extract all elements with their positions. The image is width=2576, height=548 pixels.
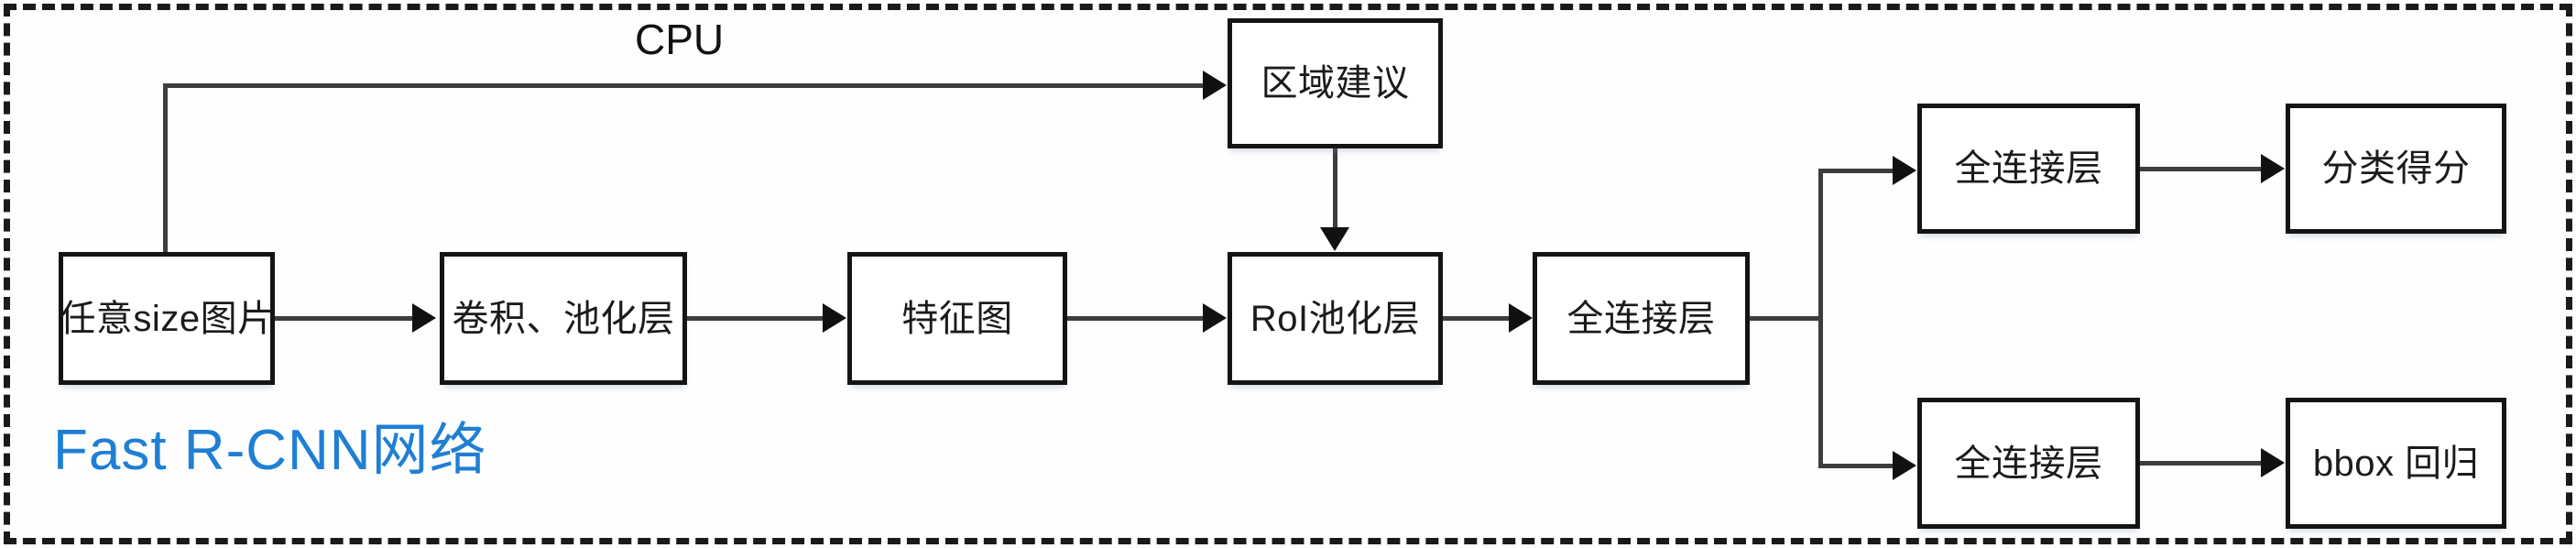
- edge-region-proposal-to-roi: [1333, 148, 1337, 227]
- edge-feature-to-roi: [1067, 316, 1203, 321]
- node-fc-cls[interactable]: 全连接层: [1917, 104, 2140, 234]
- arrowhead-input-to-conv: [412, 303, 436, 333]
- arrowhead-fc-bbox-to-bbox-reg: [2261, 448, 2285, 477]
- node-roi-pooling-label: RoI池化层: [1250, 298, 1421, 339]
- arrowhead-conv-to-feature: [823, 303, 846, 333]
- edge-input-to-conv: [275, 316, 412, 321]
- edge-fc-shared-to-branch: [1750, 316, 1823, 321]
- node-input-image[interactable]: 任意size图片: [59, 252, 275, 385]
- arrowhead-roi-to-fc-shared: [1509, 303, 1533, 333]
- edge-branch-to-fc-bbox: [1818, 464, 1893, 468]
- node-cls-score[interactable]: 分类得分: [2286, 104, 2506, 234]
- arrowhead-input-to-region-proposal: [1203, 71, 1227, 100]
- arrowhead-branch-to-fc-cls: [1893, 156, 1916, 185]
- node-bbox-reg[interactable]: bbox 回归: [2286, 398, 2506, 529]
- node-fc-bbox-label: 全连接层: [1954, 443, 2103, 484]
- edge-input-to-region-proposal-riser: [163, 83, 168, 256]
- node-input-image-label: 任意size图片: [59, 298, 275, 339]
- node-roi-pooling[interactable]: RoI池化层: [1228, 252, 1443, 385]
- edge-conv-to-feature: [687, 316, 823, 321]
- node-conv-pool[interactable]: 卷积、池化层: [440, 252, 687, 385]
- arrowhead-branch-to-fc-bbox: [1893, 451, 1916, 480]
- node-region-proposal-label: 区域建议: [1261, 63, 1410, 104]
- edge-roi-to-fc-shared: [1443, 316, 1509, 321]
- edge-branch-bus: [1818, 169, 1823, 468]
- edge-branch-to-fc-cls: [1818, 169, 1893, 173]
- node-cls-score-label: 分类得分: [2321, 148, 2471, 189]
- node-feature-map-label: 特征图: [901, 298, 1013, 339]
- node-fc-shared[interactable]: 全连接层: [1533, 252, 1750, 385]
- edge-input-to-region-proposal-run: [163, 83, 1203, 88]
- arrowhead-fc-cls-to-cls-score: [2261, 154, 2285, 183]
- diagram-title: Fast R-CNN网络: [53, 419, 487, 482]
- node-region-proposal[interactable]: 区域建议: [1228, 18, 1443, 148]
- node-fc-shared-label: 全连接层: [1566, 298, 1716, 339]
- node-fc-cls-label: 全连接层: [1954, 148, 2103, 189]
- edge-fc-cls-to-cls-score: [2140, 167, 2261, 171]
- cpu-annotation-label: CPU: [635, 16, 725, 63]
- node-feature-map[interactable]: 特征图: [847, 252, 1067, 385]
- arrowhead-region-proposal-to-roi: [1320, 227, 1349, 251]
- arrowhead-feature-to-roi: [1203, 303, 1227, 333]
- node-conv-pool-label: 卷积、池化层: [452, 298, 675, 339]
- node-bbox-reg-label: bbox 回归: [2312, 443, 2480, 484]
- edge-fc-bbox-to-bbox-reg: [2140, 461, 2261, 466]
- node-fc-bbox[interactable]: 全连接层: [1917, 398, 2140, 529]
